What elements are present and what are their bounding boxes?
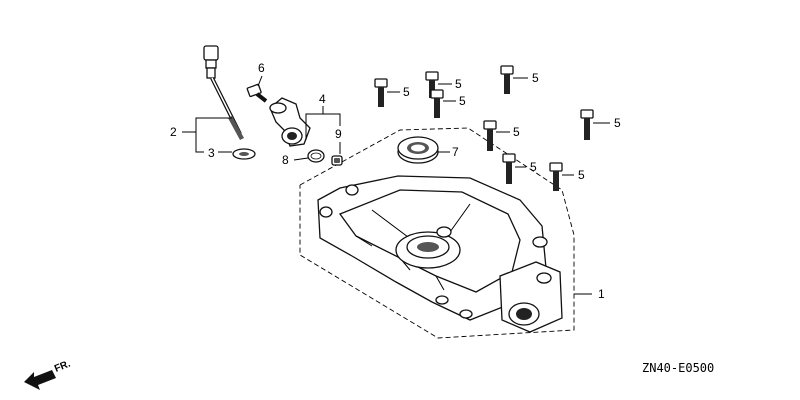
callout-1: 1 — [598, 287, 605, 301]
bolt-5-c — [430, 89, 456, 118]
callout-2: 2 — [170, 125, 177, 139]
front-direction-indicator: FR. — [24, 358, 72, 390]
callout-5-c: 5 — [459, 94, 466, 108]
callout-5-b: 5 — [455, 77, 462, 91]
flange-bolts — [374, 65, 610, 191]
oil-filler-assembly — [269, 97, 343, 166]
callout-labels: 1 2 3 4 6 7 8 9 5 5 5 5 5 5 5 5 — [170, 61, 621, 301]
bolt-5-a — [374, 78, 400, 107]
bolt-5-b — [425, 71, 452, 98]
bolt-5-h — [549, 162, 574, 191]
case-cover-group-outline — [299, 127, 575, 339]
callout-6: 6 — [258, 61, 265, 75]
callout-9: 9 — [335, 127, 342, 141]
callout-5-f: 5 — [614, 116, 621, 130]
callout-5-d: 5 — [532, 71, 539, 85]
bolt-5-f — [580, 109, 610, 140]
callout-7: 7 — [452, 145, 459, 159]
front-label: FR. — [53, 358, 72, 374]
dipstick-cap — [203, 45, 219, 61]
callout-5-h: 5 — [578, 168, 585, 182]
oil-dipstick-assembly — [182, 45, 256, 160]
bolt-6 — [246, 75, 268, 103]
front-arrow-icon — [24, 370, 56, 390]
callout-5-a: 5 — [403, 85, 410, 99]
diagram-code: ZN40-E0500 — [642, 361, 714, 375]
bolt-5-d — [500, 65, 528, 94]
bolt-5-g — [502, 153, 526, 184]
case-cover-assembly — [299, 127, 592, 339]
oil-seal — [397, 136, 450, 164]
callout-3: 3 — [208, 146, 215, 160]
callout-8: 8 — [282, 153, 289, 167]
bolt-5-e — [483, 120, 510, 151]
callout-5-g: 5 — [530, 160, 537, 174]
callout-5-e: 5 — [513, 125, 520, 139]
callout-4: 4 — [319, 92, 326, 106]
